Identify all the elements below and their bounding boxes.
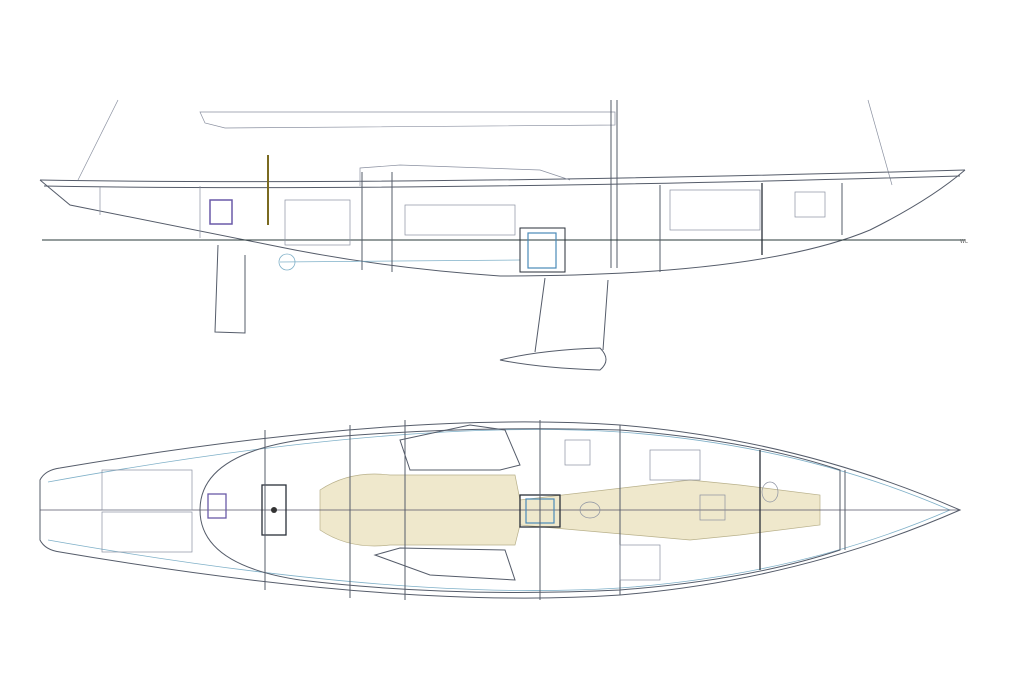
plan-view [39, 420, 962, 600]
hull-profile [39, 169, 966, 277]
coachroof [359, 164, 571, 186]
engine-room [519, 227, 566, 273]
keel-fin [534, 277, 609, 353]
deck-line [43, 175, 961, 189]
boom [199, 111, 616, 129]
engine [527, 232, 557, 269]
keel-bulb [499, 347, 607, 371]
steering-box [209, 199, 233, 225]
waterline-label: WL [960, 239, 968, 245]
profile-view: WL [39, 99, 968, 371]
propeller [278, 253, 296, 271]
binnacle [271, 507, 277, 513]
helm-station [261, 484, 287, 536]
cockpit-locker [101, 469, 193, 511]
forestay [867, 99, 893, 186]
sheer-line [39, 169, 966, 183]
cockpit-locker-2 [101, 511, 193, 553]
interior-joinery [99, 172, 843, 272]
rudder [214, 244, 246, 334]
steering-box-plan [207, 493, 227, 519]
plan-bulkheads [264, 420, 846, 600]
prop-shaft [279, 259, 521, 263]
backstay [77, 99, 119, 181]
